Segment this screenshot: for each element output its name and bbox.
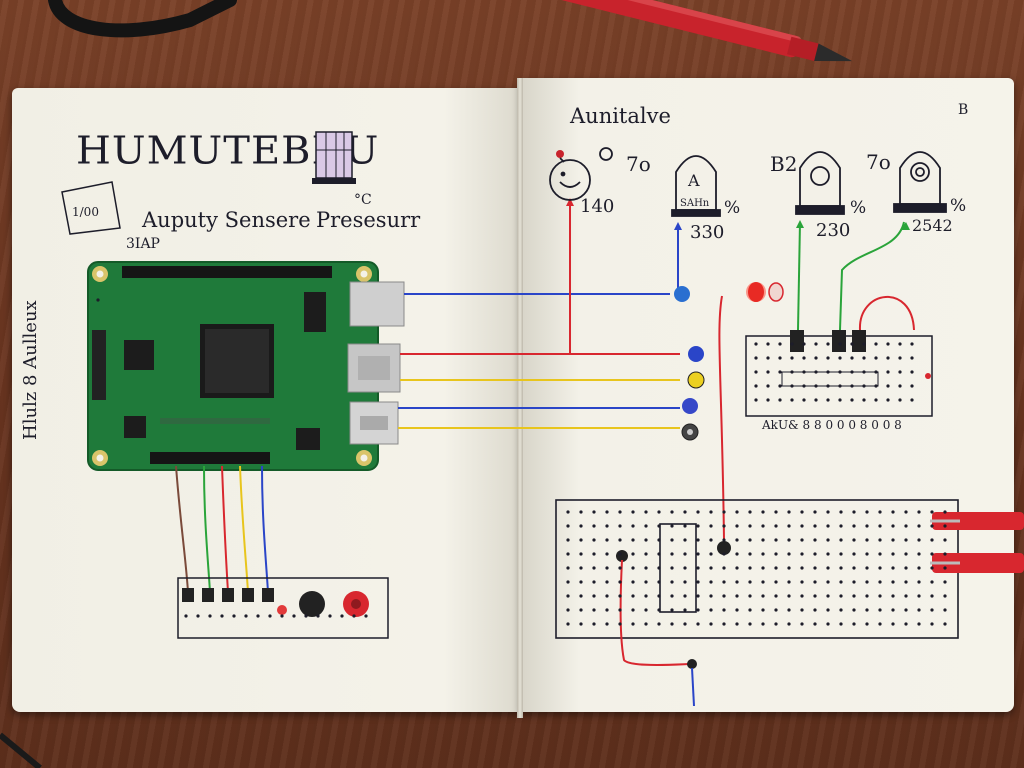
subtitle-humidity: Auputy Sensere	[142, 208, 311, 232]
small-breadboard	[177, 577, 389, 639]
raspberry-pi-board	[87, 261, 405, 471]
sensor3-pct: %	[850, 198, 867, 218]
upper-breadboard-holes	[754, 342, 914, 402]
sensor2-value: 330	[690, 222, 725, 243]
corner-note-box: 1/00	[61, 181, 121, 235]
notebook-spine	[517, 78, 523, 718]
svg-text:1/00: 1/00	[72, 205, 99, 219]
sensor-dome-icon	[893, 151, 947, 213]
svg-text:A: A	[687, 171, 700, 190]
signal-wires	[398, 198, 682, 429]
lower-wires	[175, 465, 269, 593]
large-breadboard-holes	[566, 510, 947, 626]
sensor2-label: 7o	[626, 152, 651, 176]
svg-text:SAHn: SAHn	[680, 198, 710, 209]
sensor4-pct: %	[950, 196, 967, 216]
sensor4-value: 2542	[912, 216, 953, 235]
red-led-icon	[718, 282, 784, 541]
corner-mark: B	[958, 102, 969, 118]
wire-end-dots	[674, 286, 705, 441]
smiley-sensor-icon	[549, 147, 613, 201]
chip-sketch-icon	[312, 131, 356, 184]
sensor1-value: 140	[580, 196, 615, 217]
sensor4-label: 7o	[866, 150, 891, 174]
temp-note: °C	[354, 192, 372, 208]
green-wires	[796, 220, 910, 331]
sensor3-label: B2	[770, 152, 798, 176]
sensor3-value: 230	[816, 220, 851, 241]
sensor-dome-icon: A SAHn	[671, 155, 721, 217]
sensor2-pct: %	[724, 198, 741, 218]
small-breadboard-holes	[184, 614, 368, 618]
cable-icon	[48, 0, 237, 38]
subtitle-pressure: Presesurr	[316, 208, 421, 232]
sub-note: 3IAP	[126, 236, 160, 252]
sensor-dome-icon	[795, 151, 845, 215]
breadboard-caption: AkU& 8 8 0 0 0 8 0 0 8	[762, 418, 902, 432]
right-page-title: Aunitalve	[570, 104, 671, 128]
breadboard-icon	[745, 330, 933, 417]
large-breadboard	[555, 499, 1024, 707]
pcb-hole	[96, 298, 100, 302]
